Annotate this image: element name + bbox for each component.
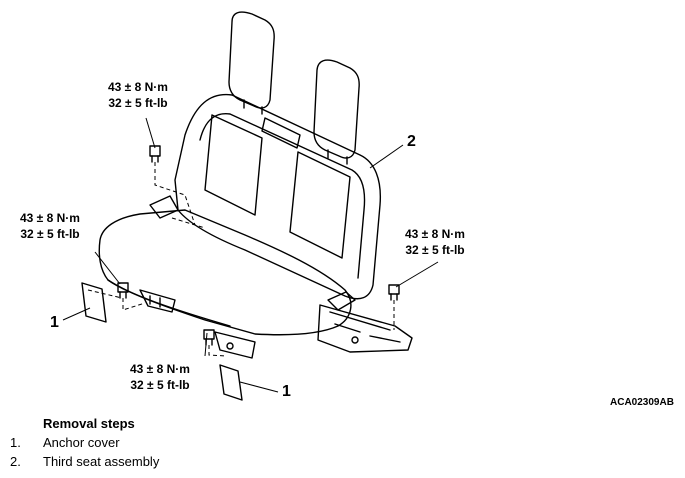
step-number: 1. bbox=[10, 435, 21, 450]
right-hinge bbox=[327, 291, 356, 311]
torque-label-top: 43 ± 8 N·m 32 ± 5 ft-lb bbox=[108, 79, 168, 111]
bolt-left bbox=[117, 282, 129, 299]
torque-nm: 43 ± 8 N·m bbox=[108, 80, 168, 94]
seat-cushion bbox=[98, 209, 352, 336]
seat-back-panel-left bbox=[204, 114, 263, 216]
seat-diagram bbox=[62, 11, 439, 401]
bolt-right bbox=[388, 284, 400, 301]
torque-label-bottom: 43 ± 8 N·m 32 ± 5 ft-lb bbox=[130, 361, 190, 393]
seat-back-panel-right bbox=[289, 151, 351, 259]
seat-back bbox=[174, 93, 382, 300]
torque-ftlb: 32 ± 5 ft-lb bbox=[108, 96, 168, 110]
torque-nm: 43 ± 8 N·m bbox=[405, 227, 465, 241]
step-item: 2. Third seat assembly bbox=[10, 452, 159, 471]
torque-nm: 43 ± 8 N·m bbox=[130, 362, 190, 376]
seat-back-inner bbox=[199, 113, 366, 279]
left-bracket bbox=[139, 289, 176, 313]
removal-steps-title: Removal steps bbox=[43, 416, 135, 431]
torque-ftlb: 32 ± 5 ft-lb bbox=[20, 227, 80, 241]
removal-steps: Removal steps 1. Anchor cover 2. Third s… bbox=[10, 414, 159, 471]
step-label: Third seat assembly bbox=[43, 454, 160, 469]
torque-ftlb: 32 ± 5 ft-lb bbox=[130, 378, 190, 392]
step-item: 1. Anchor cover bbox=[10, 433, 159, 452]
torque-label-right: 43 ± 8 N·m 32 ± 5 ft-lb bbox=[405, 226, 465, 258]
headrest-right bbox=[313, 59, 360, 159]
lower-bracket bbox=[214, 331, 256, 359]
callout-anchor-cover-bottom: 1 bbox=[282, 383, 291, 400]
torque-label-left: 43 ± 8 N·m 32 ± 5 ft-lb bbox=[20, 210, 80, 242]
callout-anchor-cover-left: 1 bbox=[50, 314, 59, 331]
left-hinge bbox=[149, 195, 179, 219]
step-number: 2. bbox=[10, 454, 21, 469]
anchor-cover-bottom bbox=[219, 364, 243, 401]
right-leg bbox=[317, 304, 413, 353]
step-label: Anchor cover bbox=[43, 435, 120, 450]
bolt-top bbox=[149, 145, 161, 163]
callout-seat-assembly: 2 bbox=[407, 133, 416, 150]
torque-ftlb: 32 ± 5 ft-lb bbox=[405, 243, 465, 257]
headrest-left bbox=[228, 11, 275, 109]
torque-nm: 43 ± 8 N·m bbox=[20, 211, 80, 225]
bolt-bottom bbox=[203, 329, 215, 346]
figure-code: ACA02309AB bbox=[610, 397, 674, 408]
anchor-cover-left bbox=[81, 282, 107, 323]
